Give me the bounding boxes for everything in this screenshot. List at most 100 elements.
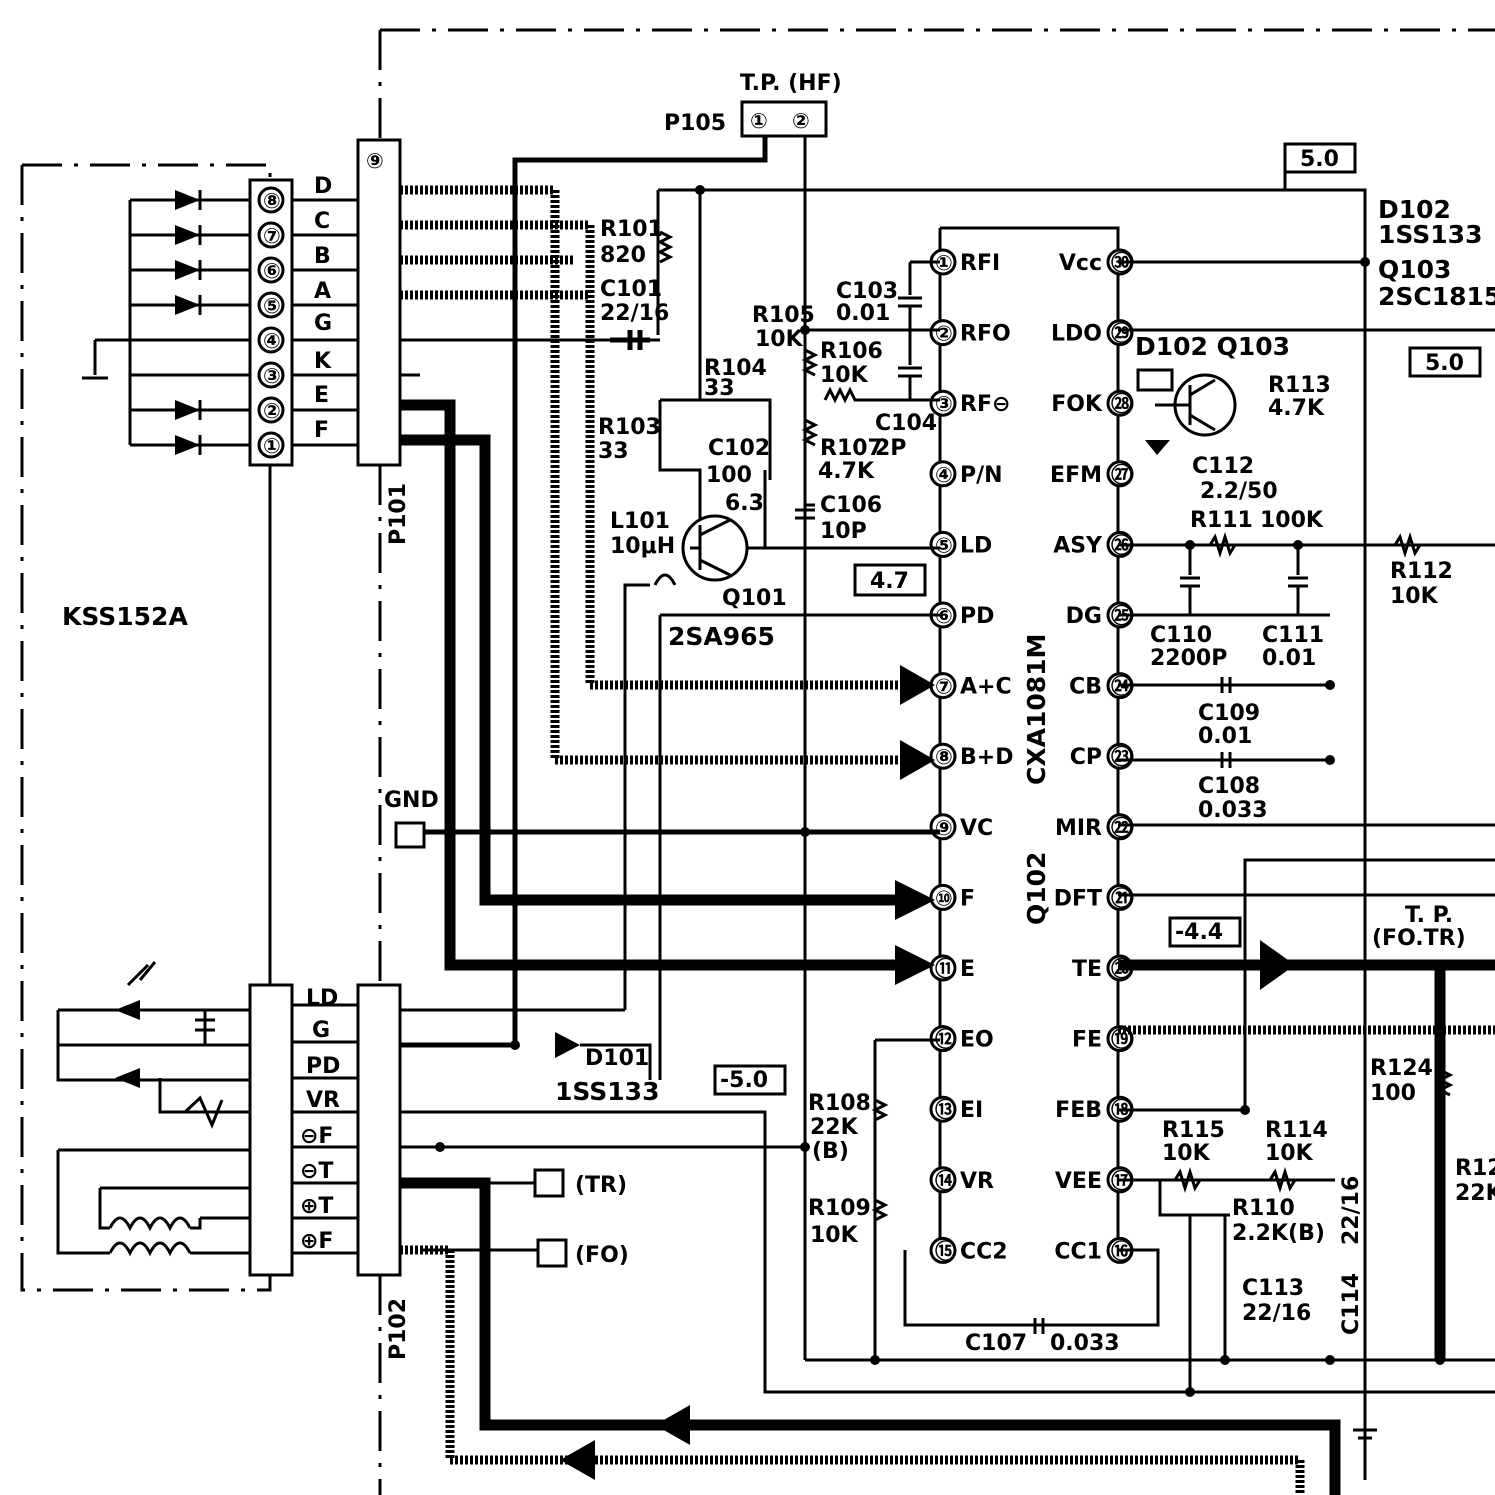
pickup-label-d: D (314, 174, 332, 199)
voltage-tag-1: 5.0 (1300, 147, 1339, 172)
svg-text:R124: R124 (1370, 1056, 1433, 1081)
ic-right-pin-number: ㉔ (1111, 675, 1132, 699)
svg-text:R106: R106 (820, 339, 883, 364)
svg-text:10K: 10K (755, 327, 804, 352)
pickup-label-k: K (314, 349, 332, 374)
p102-label: P102 (386, 1298, 411, 1360)
ic-left-pin-label: CC2 (960, 1239, 1008, 1264)
ic-left-pin-number: ⑤ (935, 533, 953, 557)
ic-right-pin-label: DG (1066, 604, 1102, 629)
svg-text:T. P.: T. P. (1405, 903, 1453, 928)
coil-icon (108, 1216, 202, 1257)
svg-text:2SC1815: 2SC1815 (1378, 282, 1495, 311)
ic-left-pin-number: ⑪ (935, 957, 956, 981)
p101-block (356, 138, 402, 467)
ic-right-pin-label: CB (1069, 675, 1102, 700)
ic-left-pin-number: ⑭ (935, 1169, 956, 1193)
ic-right-pin-label: MIR (1055, 816, 1102, 841)
ic-left-pin-number: ③ (935, 392, 953, 416)
ic-left-pin-label: RFO (960, 322, 1011, 347)
ic-left-pin-label: F (960, 886, 975, 911)
svg-text:C106: C106 (820, 493, 882, 518)
ic-left-pin (929, 1095, 957, 1123)
ic-left-pin-number: ⑥ (935, 604, 953, 628)
ic-right-pin (1106, 883, 1134, 911)
ic-left-pin-number: ① (935, 251, 953, 275)
svg-text:10P: 10P (820, 519, 867, 544)
ic-left-pin (929, 954, 957, 982)
board-boundary (20, 28, 1495, 1495)
ic-left-pin-number: ⑧ (935, 745, 953, 769)
svg-text:10K: 10K (1390, 584, 1439, 609)
svg-text:⊖T: ⊖T (300, 1159, 333, 1184)
gnd-pad (394, 821, 426, 849)
ic-right-pin-number: ㉗ (1111, 463, 1132, 487)
svg-text:10K: 10K (1162, 1141, 1211, 1166)
tp-hf-label: T.P. (HF) (740, 71, 842, 96)
svg-text:R103: R103 (598, 415, 661, 440)
svg-text:C101: C101 (600, 277, 662, 302)
svg-text:PD: PD (306, 1054, 340, 1079)
svg-text:10μH: 10μH (610, 534, 675, 559)
svg-text:R108: R108 (808, 1091, 871, 1116)
ic-left-pin-label: EO (960, 1028, 994, 1053)
svg-text:⑨: ⑨ (366, 149, 384, 173)
ic-right-pin-number: ㉘ (1111, 392, 1132, 416)
ic-right-pin-number: ⑲ (1111, 1028, 1132, 1052)
svg-text:C111: C111 (1262, 623, 1324, 648)
pickup-top-pin (257, 326, 285, 354)
svg-text:C107: C107 (965, 1331, 1027, 1356)
svg-text:C109: C109 (1198, 701, 1260, 726)
pickup-top-pin-number: ⑧ (263, 189, 281, 213)
svg-text:4.7K: 4.7K (1268, 396, 1325, 421)
ic-left-pin-label: A+C (960, 675, 1012, 700)
ic-left-pin (929, 1236, 957, 1264)
p105-label: P105 (664, 111, 726, 136)
svg-text:2200P: 2200P (1150, 646, 1227, 671)
svg-text:C113: C113 (1242, 1276, 1304, 1301)
ic-left-pin-number: ⑨ (935, 816, 953, 840)
ic-left-pin-label: VR (960, 1169, 994, 1194)
pickup-label-b: B (314, 244, 331, 269)
pickup-label-c: C (314, 209, 330, 234)
svg-text:②: ② (792, 109, 810, 133)
ic-right-pin-number: ㉓ (1111, 745, 1132, 769)
ic-right-pin-label: FE (1072, 1028, 1102, 1053)
svg-text:D101: D101 (585, 1046, 649, 1071)
svg-text:R115: R115 (1162, 1118, 1225, 1143)
svg-text:0.033: 0.033 (1050, 1331, 1120, 1356)
svg-text:C112: C112 (1192, 454, 1254, 479)
svg-text:R107: R107 (820, 436, 883, 461)
ic-name: CXA1081M (1022, 634, 1051, 785)
passive-symbols (610, 230, 1454, 1440)
svg-text:100: 100 (706, 463, 752, 488)
ic-right-pin-label: ASY (1053, 533, 1103, 558)
ic-right-pin-label: CC1 (1054, 1239, 1102, 1264)
svg-text:2.2K(B): 2.2K(B) (1232, 1221, 1325, 1246)
ic-right-pin (1106, 389, 1134, 417)
pickup-top-pin (257, 361, 285, 389)
svg-text:R112: R112 (1390, 559, 1453, 584)
svg-text:2SA965: 2SA965 (668, 622, 775, 651)
svg-text:10K: 10K (810, 1223, 859, 1248)
pickup-top-pin (257, 396, 285, 424)
svg-text:2P: 2P (875, 436, 906, 461)
voltage-tag-4: -5.0 (720, 1068, 768, 1093)
ic-left-pin-label: PD (960, 604, 994, 629)
svg-text:22/16: 22/16 (1242, 1301, 1311, 1326)
ic-left-pin-label: VC (960, 816, 993, 841)
pickup-top-connector: ⑧⑧⑦⑦⑥⑥⑤⑤④④③③②②①①①①②②③③④④⑤⑤⑥⑥⑦⑦⑧⑧ D C B A… (62, 174, 393, 1267)
ic-left-pin-number: ⑬ (935, 1098, 956, 1122)
p102-block (356, 983, 402, 1277)
svg-text:2.2/50: 2.2/50 (1200, 479, 1278, 504)
svg-text:L101: L101 (610, 509, 670, 534)
ic-left-pin (929, 1166, 957, 1194)
ic-left-pin-label: B+D (960, 745, 1013, 770)
pickup-top-pin (257, 291, 285, 319)
ic-right-pin-label: TE (1072, 957, 1102, 982)
ic-left-pin (929, 530, 957, 558)
pickup-label-e: E (314, 383, 329, 408)
svg-text:R105: R105 (752, 303, 815, 328)
pickup-top-pin-number: ⑥ (263, 259, 281, 283)
svg-text:R110: R110 (1232, 1196, 1295, 1221)
